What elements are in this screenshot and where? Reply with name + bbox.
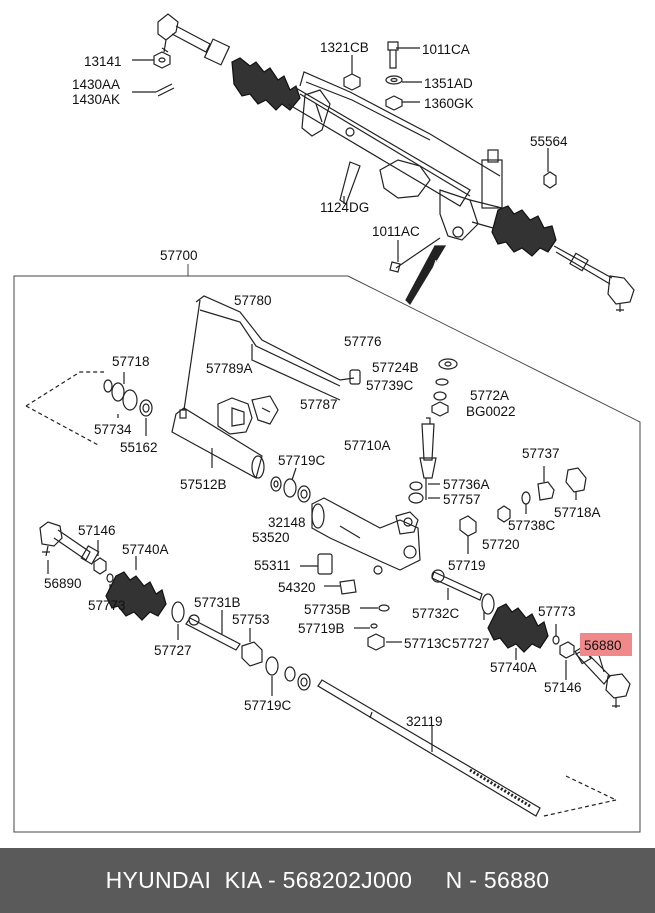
label-55564: 55564 <box>530 134 568 149</box>
label-1351AD: 1351AD <box>424 76 473 91</box>
label-57738C: 57738C <box>508 518 556 533</box>
label-57719B: 57719B <box>298 621 345 636</box>
label-57757: 57757 <box>443 492 481 507</box>
part-labels: 13141 1430AA 1430AK 1321CB 1011CA 1351AD… <box>44 40 622 729</box>
label-57718A: 57718A <box>554 505 601 520</box>
label-54320: 54320 <box>278 580 316 595</box>
label-57727-b: 57727 <box>452 636 490 651</box>
kit-box-outline <box>13 264 641 833</box>
label-1360GK: 1360GK <box>424 96 474 111</box>
label-1011AC: 1011AC <box>372 224 420 239</box>
parts-diagram: 13141 1430AA 1430AK 1321CB 1011CA 1351AD… <box>13 13 641 833</box>
label-57735B: 57735B <box>304 602 351 617</box>
label-57719: 57719 <box>448 558 486 573</box>
label-57753: 57753 <box>232 612 270 627</box>
label-57713C: 57713C <box>404 636 452 651</box>
label-57740A-b: 57740A <box>490 660 537 675</box>
label-57719C-a: 57719C <box>278 453 326 468</box>
label-BG0022: BG0022 <box>466 404 516 419</box>
label-55162: 55162 <box>120 440 158 455</box>
label-57719C-b: 57719C <box>244 698 292 713</box>
label-57146-a: 57146 <box>78 523 116 538</box>
label-57724B: 57724B <box>372 360 419 375</box>
label-57146-b: 57146 <box>544 680 582 695</box>
label-56890: 56890 <box>44 576 82 591</box>
label-57512B: 57512B <box>180 477 227 492</box>
label-57700: 57700 <box>160 248 198 263</box>
label-57732C: 57732C <box>412 606 460 621</box>
label-57736A: 57736A <box>443 477 490 492</box>
label-53520: 53520 <box>252 530 290 545</box>
label-57776: 57776 <box>344 334 382 349</box>
label-57737: 57737 <box>522 446 560 461</box>
label-57740A-a: 57740A <box>122 542 169 557</box>
label-1430AK: 1430AK <box>72 92 120 107</box>
label-57787: 57787 <box>300 397 338 412</box>
label-1011CA: 1011CA <box>422 42 470 57</box>
label-5772A: 5772A <box>470 388 509 403</box>
label-57731B: 57731B <box>194 595 241 610</box>
label-57710A: 57710A <box>344 438 391 453</box>
label-57727-a: 57727 <box>154 643 192 658</box>
label-55311: 55311 <box>254 558 291 573</box>
label-57739C: 57739C <box>366 378 414 393</box>
label-57720: 57720 <box>482 537 520 552</box>
label-32119: 32119 <box>406 714 443 729</box>
part-highlight-56880 <box>580 633 632 656</box>
label-32148: 32148 <box>268 515 306 530</box>
label-57780: 57780 <box>234 293 272 308</box>
top-assembly <box>132 13 635 312</box>
label-1321CB: 1321CB <box>320 40 369 55</box>
part-number-footer: HYUNDAI KIA - 568202J000 N - 56880 <box>0 848 655 913</box>
footer-text: HYUNDAI KIA - 568202J000 N - 56880 <box>105 867 550 893</box>
kit-parts <box>25 295 631 817</box>
label-13141: 13141 <box>84 54 122 69</box>
label-1430AA: 1430AA <box>72 77 120 92</box>
label-57789A: 57789A <box>206 361 253 376</box>
label-56880: 56880 <box>584 638 622 653</box>
label-57718: 57718 <box>112 354 150 369</box>
label-57734: 57734 <box>94 422 132 437</box>
label-1124DG: 1124DG <box>320 200 369 215</box>
label-57773-a: 57773 <box>88 598 126 613</box>
label-57773-b: 57773 <box>538 604 576 619</box>
